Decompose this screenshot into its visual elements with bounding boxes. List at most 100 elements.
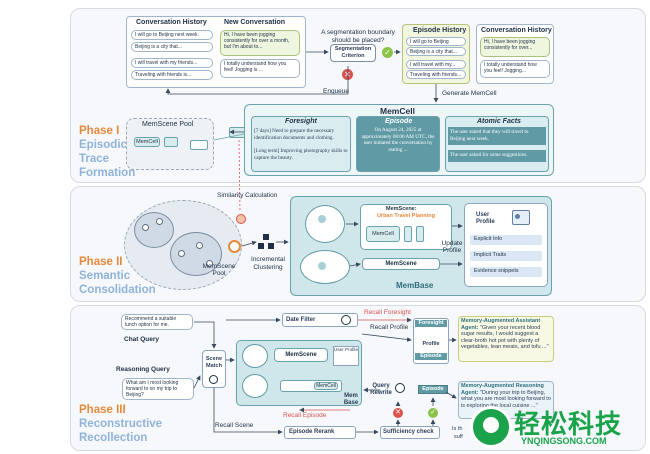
watermark-logo-inner xyxy=(483,417,499,433)
retrieved-foresight: Foresight xyxy=(415,320,447,327)
scene-match-label: Scene Match xyxy=(205,356,223,369)
pool-node-d xyxy=(196,242,203,249)
urban-chip-3 xyxy=(416,226,424,242)
episode-msg-1: I will go to Beijing next... xyxy=(406,37,466,46)
profile-evidence: Evidence snippets xyxy=(470,267,542,277)
check-icon: ✓ xyxy=(382,47,393,58)
enqueue-label: Enqueue xyxy=(323,88,350,95)
clustering-icon xyxy=(258,234,274,250)
date-filter-label: Date Filter xyxy=(286,317,316,323)
retrieved-profile: Profile xyxy=(422,341,440,347)
membase-scene-1 xyxy=(305,205,345,243)
atomic-facts-title: Atomic Facts xyxy=(477,118,521,125)
foresight-1: [7 days] Need to prepare the necessary i… xyxy=(254,128,335,141)
recall-foresight-label: Recall Foresight xyxy=(364,309,411,316)
pool-node-c xyxy=(178,250,185,257)
episode-msg-3: I will travel with my... xyxy=(406,60,466,69)
conv-history2-msg-2: I totally understand how you feel! Joggi… xyxy=(480,60,550,78)
pool-node-b xyxy=(156,218,163,225)
is-that-label: Is th xyxy=(452,426,463,432)
pool-chip-2 xyxy=(164,137,178,147)
suff-label: suff xyxy=(454,434,463,440)
membase-scene-2-node xyxy=(318,262,326,270)
conv-history2-msg-1: Hi, I have been jogging consistently for… xyxy=(480,37,550,57)
date-filter-box xyxy=(282,313,358,327)
scene-match-icon xyxy=(209,375,218,384)
episode-rerank-box xyxy=(284,426,356,439)
memcell-title: MemCell xyxy=(380,106,415,116)
episode-msg-2: Beijing is a city that... xyxy=(406,47,466,56)
atomic-fact-2: The user asked for some suggestions. xyxy=(448,150,546,162)
chat-query-label: Chat Query xyxy=(124,336,160,343)
watermark-en: YNQINGSONG.COM xyxy=(521,436,607,446)
segmentation-criterion-label: Segmentation Criterion xyxy=(334,46,372,59)
membase-memscene-chip: MemScene xyxy=(362,258,440,270)
phase3-memscene-chip: MemScene xyxy=(274,348,328,362)
reasoning-msg: What am I most looking forward to on my … xyxy=(122,378,194,400)
phase3-memcell-chip: MemCell xyxy=(314,382,338,390)
sufficiency-label: Sufficiency check xyxy=(383,429,434,435)
reasoning-answer: Memory-Augmented Reasoning Agent: "Durin… xyxy=(461,383,551,409)
phase1-label: Phase I Episodic Trace Formation xyxy=(79,125,136,179)
pool-chip-3 xyxy=(190,140,208,150)
phase3-membase-label: Mem Base xyxy=(343,393,359,406)
segmentation-criterion xyxy=(330,44,376,62)
new-conv-title: New Conversation xyxy=(224,19,286,26)
urban-travel-label: Urban Travel Planning xyxy=(376,213,436,219)
episode-card xyxy=(356,116,440,172)
sufficiency-box xyxy=(380,426,440,439)
phase3-label: Phase III Reconstructive Recollection xyxy=(79,404,163,444)
recall-episode-label: Recall Episode xyxy=(283,412,327,419)
segmentation-question: A segmentation boundary should be placed… xyxy=(321,29,395,44)
retrieved-episode-2: Episode xyxy=(418,385,448,394)
foresight-2: [Long term] Improving photography skills… xyxy=(254,148,348,161)
foresight-title: Foresight xyxy=(285,118,317,125)
reasoning-query-label: Reasoning Query xyxy=(116,366,170,373)
conv-msg-3: I will travel with my friends... xyxy=(131,58,213,68)
similarity-label: Similarity Calculation xyxy=(217,192,278,199)
retrieved-episode: Episode xyxy=(415,353,447,360)
atomic-fact-1: The user stated that they will travel to… xyxy=(448,127,546,145)
query-rewrite-icon xyxy=(395,383,405,393)
assistant-answer-box xyxy=(458,316,554,362)
query-rewrite-label: Query Rewrite xyxy=(370,383,392,396)
pool-cluster-1 xyxy=(134,212,174,248)
user-profile-title: User Profile xyxy=(476,212,495,225)
user-profile-icon xyxy=(512,210,530,225)
conv-msg-1: I will go to Beijing next week. xyxy=(131,30,213,40)
foresight-card xyxy=(251,116,351,172)
urban-chip-2 xyxy=(404,226,412,242)
recall-profile-label: Recall Profile xyxy=(370,324,409,331)
new-memcell-node xyxy=(228,240,241,253)
watermark-cn: 轻松科技 xyxy=(514,410,623,440)
new-conv-msg-1: Hi, I have been jogging consistently for… xyxy=(220,30,300,56)
update-profile-label: Update Profile xyxy=(441,240,463,254)
profile-implicit-traits: Implicit Traits xyxy=(470,251,542,261)
conv-msg-2: Beijing is a city that... xyxy=(131,42,213,52)
profile-explicit-info: Explicit Info xyxy=(470,235,542,245)
episode-card-title: Episode xyxy=(385,118,413,125)
phase2-label: Phase II Semantic Consolidation xyxy=(79,256,156,296)
episode-rerank-label: Episode Rerank xyxy=(289,429,335,435)
conv-msg-4: Traveling with friends is... xyxy=(131,70,213,80)
phase3-user-profile: User Profile xyxy=(333,346,359,366)
new-memcell-node-red xyxy=(236,214,246,224)
incremental-clustering-label: Incremental Clustering xyxy=(251,256,285,271)
pool-node-a xyxy=(142,224,149,231)
conv-history2-title: Conversation History xyxy=(481,27,552,34)
episode-card-text: On August 24, 2025 at approximately 08:0… xyxy=(361,127,435,153)
episode-history-title: Episode History xyxy=(413,27,467,34)
conv-history-title: Conversation History xyxy=(136,19,207,26)
date-filter-icon xyxy=(341,315,351,325)
episode-msg-4: Traveling with friends... xyxy=(406,70,466,79)
cross-icon: ✕ xyxy=(342,69,353,80)
pool-memcell-chip: MemCell xyxy=(134,137,160,147)
recall-scene-label: Recall Scene xyxy=(215,422,254,429)
sufficiency-check-icon: ✓ xyxy=(428,408,438,418)
pool-node-e xyxy=(206,260,213,267)
phase3-scene-1 xyxy=(242,344,268,368)
memscene-pool-label: MemScene Pool xyxy=(202,263,236,277)
generate-memcell-label: Generate MemCell xyxy=(442,90,497,97)
rewrite-cross-icon: ✕ xyxy=(393,408,403,418)
